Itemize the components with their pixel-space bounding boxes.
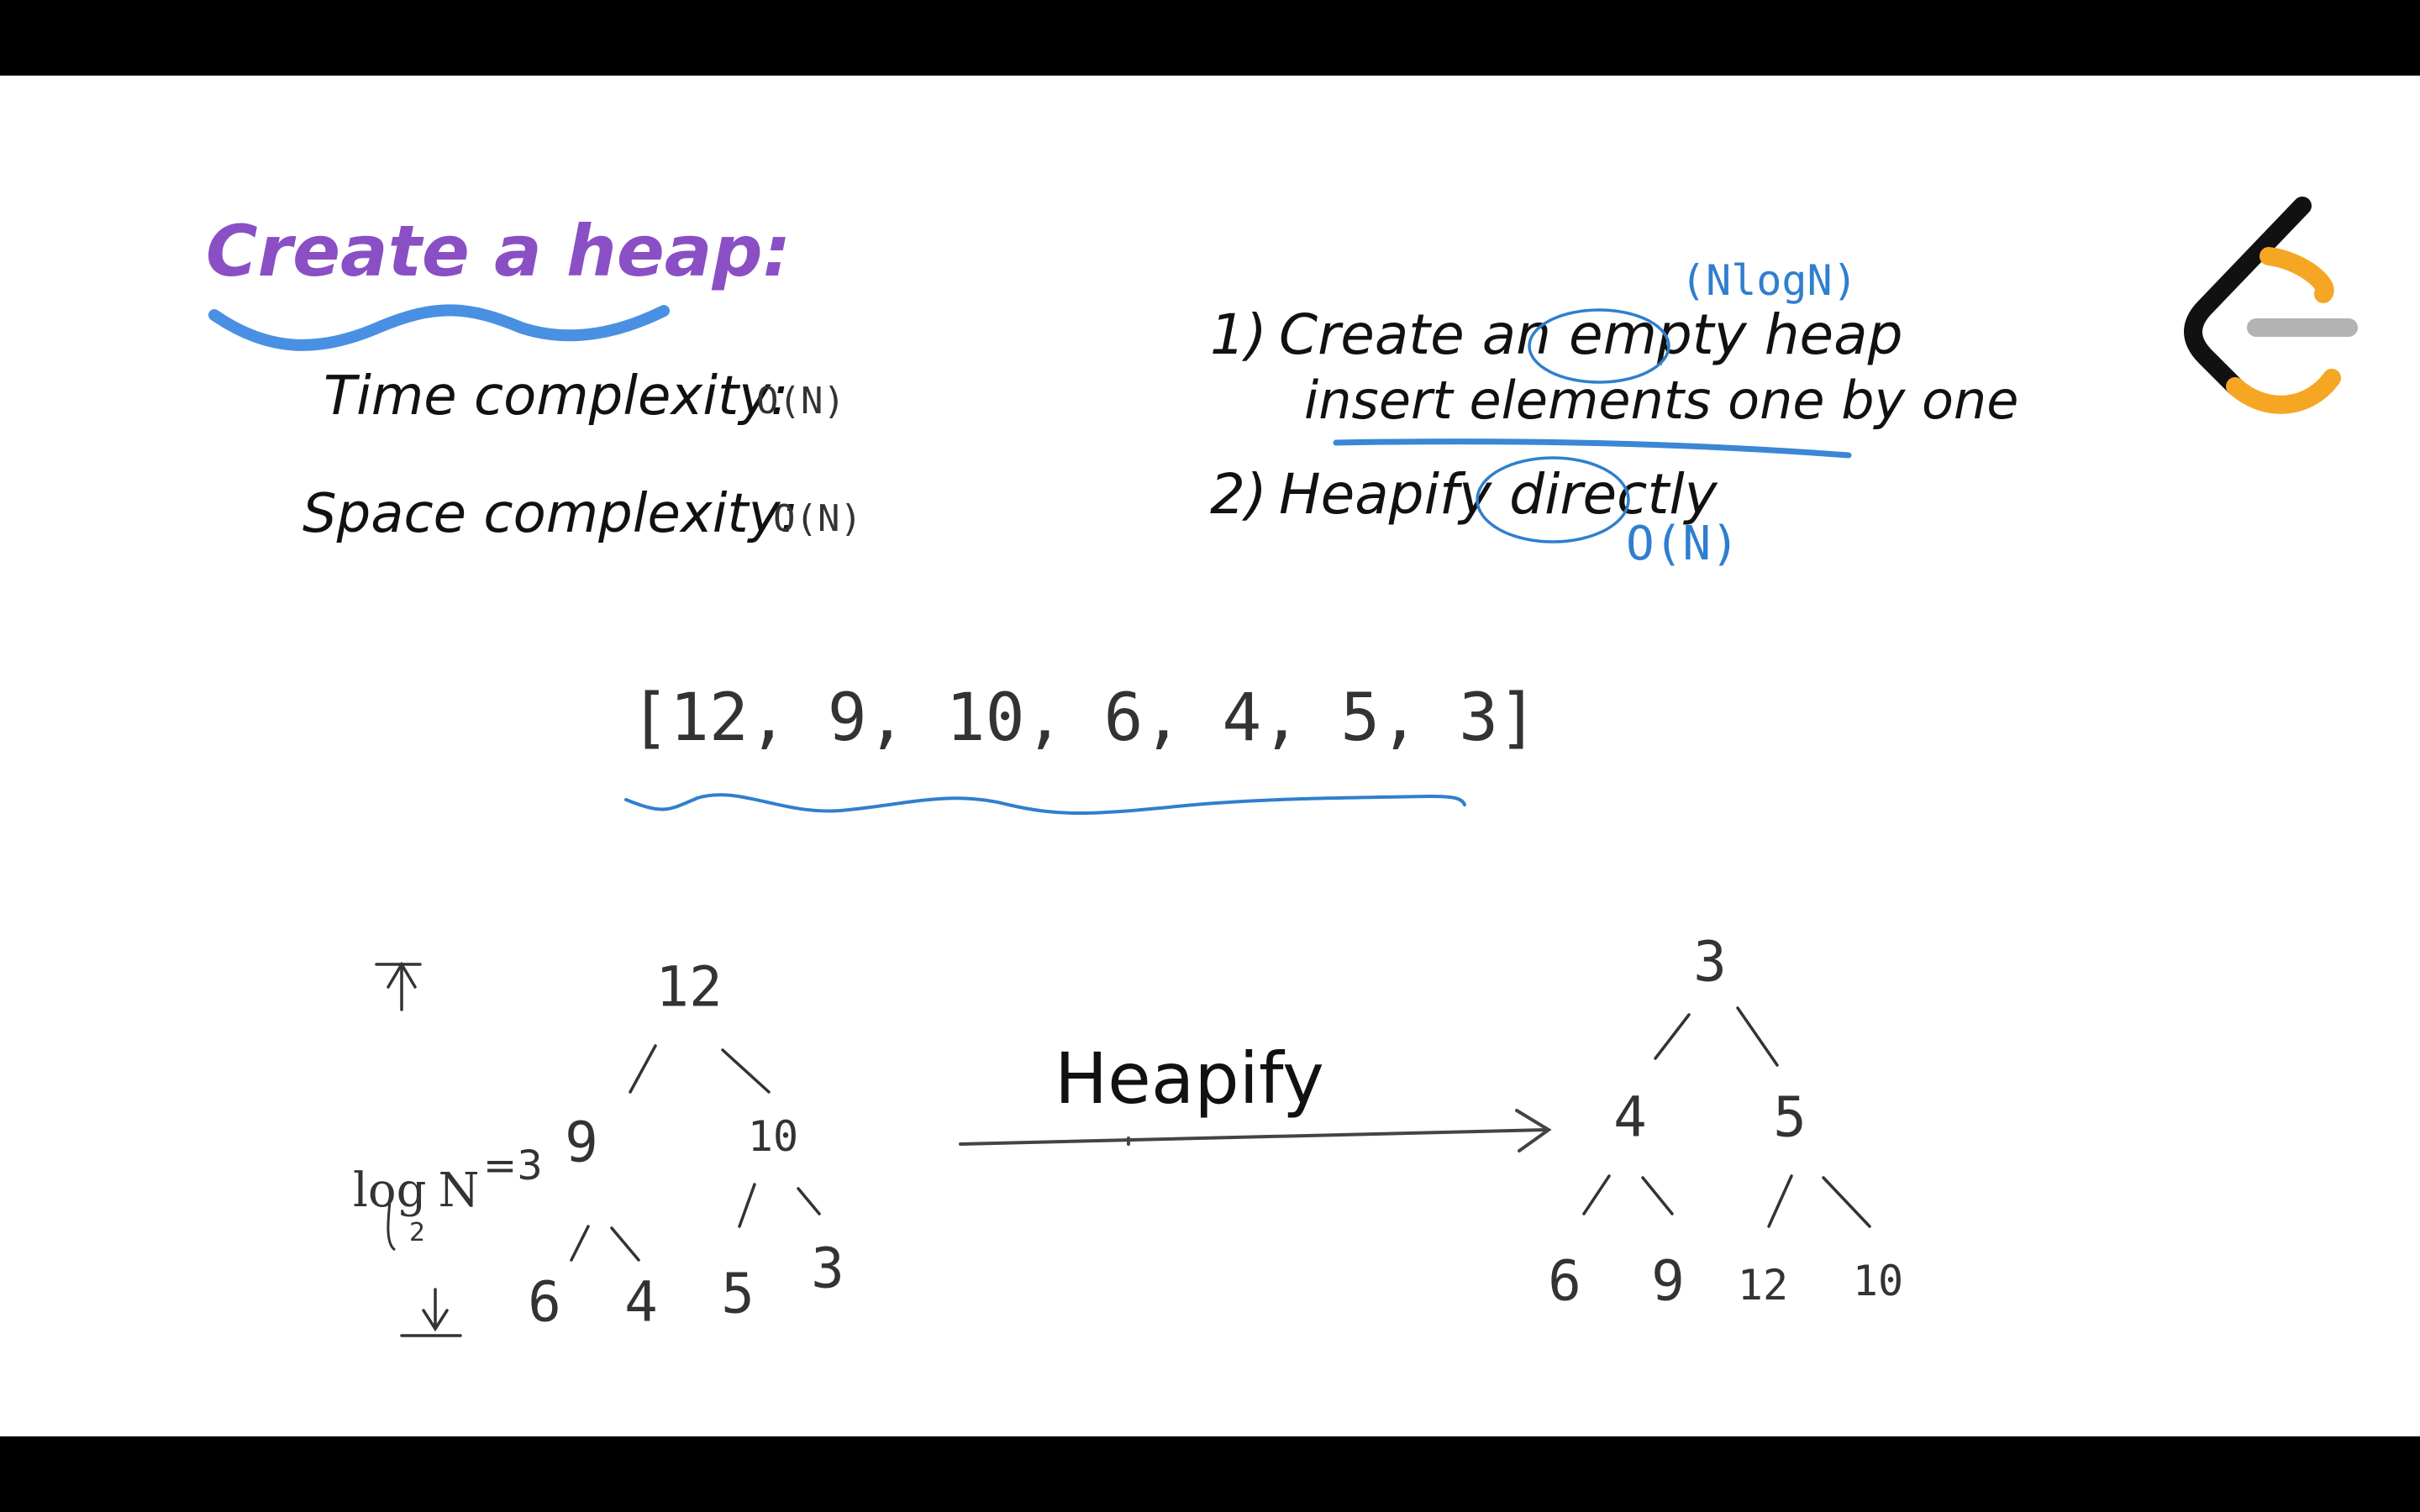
before-tree-node-ll: 6 bbox=[528, 1269, 561, 1335]
letterbox-top bbox=[0, 0, 2420, 76]
tree-height-markers bbox=[375, 961, 462, 1337]
before-tree-node-r: 10 bbox=[747, 1112, 799, 1161]
log-n: N bbox=[438, 1163, 480, 1218]
step2-complexity-note: O(N) bbox=[1626, 517, 1739, 571]
log-equals: =3 bbox=[483, 1142, 543, 1189]
space-complexity-value: O(N) bbox=[773, 497, 862, 540]
after-tree-node-l: 4 bbox=[1613, 1084, 1647, 1150]
log-n-squiggle bbox=[387, 1192, 397, 1252]
before-tree-node-root: 12 bbox=[655, 954, 723, 1020]
after-tree-edges bbox=[1582, 1006, 1871, 1228]
log-base: 2 bbox=[409, 1218, 426, 1247]
title-wavy-underline bbox=[208, 304, 670, 351]
before-tree-node-lr: 4 bbox=[624, 1269, 658, 1335]
leetcode-logo-icon bbox=[2184, 197, 2358, 414]
step1-complexity-note: (NlogN) bbox=[1681, 256, 1858, 305]
time-complexity-label: Time complexity: bbox=[324, 365, 789, 428]
heapify-arrow-label: Heapify bbox=[1055, 1037, 1324, 1120]
after-tree-node-lr: 9 bbox=[1651, 1248, 1685, 1314]
after-tree-node-ll: 6 bbox=[1548, 1248, 1581, 1314]
step1-line1: Create an empty heap bbox=[1279, 302, 1903, 367]
before-tree-edges bbox=[570, 1044, 821, 1262]
letterbox-bottom bbox=[0, 1436, 2420, 1512]
heapify-arrow bbox=[959, 1109, 1552, 1152]
directly-circle-mark bbox=[1476, 456, 1630, 543]
time-complexity-value: O(N) bbox=[756, 380, 845, 423]
after-tree-node-r: 5 bbox=[1773, 1084, 1807, 1150]
step2-line1: Heapify directly bbox=[1279, 462, 1718, 527]
slide-title: Create a heap: bbox=[206, 210, 792, 292]
after-tree-node-rl: 12 bbox=[1737, 1261, 1789, 1310]
insert-underline-mark bbox=[1333, 438, 1852, 459]
step1-number: 1) bbox=[1210, 302, 1267, 367]
step1-line2: insert elements one by one bbox=[1304, 370, 2019, 431]
before-tree-node-rr: 3 bbox=[811, 1236, 844, 1301]
step2-number: 2) bbox=[1210, 462, 1267, 527]
array-wavy-underline bbox=[624, 793, 1466, 815]
after-tree-node-root: 3 bbox=[1693, 929, 1727, 995]
before-tree-node-l: 9 bbox=[565, 1110, 598, 1175]
hand-drawn-annotations bbox=[208, 304, 1871, 1337]
space-complexity-label: Space complexity: bbox=[302, 483, 799, 545]
empty-circle-mark bbox=[1528, 308, 1670, 384]
slide-canvas: Create a heap: Time complexity: O(N) Spa… bbox=[0, 76, 2420, 1436]
before-tree-node-rl: 5 bbox=[721, 1261, 755, 1326]
after-tree-node-rr: 10 bbox=[1852, 1257, 1904, 1305]
input-array: [12, 9, 10, 6, 4, 5, 3] bbox=[630, 680, 1539, 756]
